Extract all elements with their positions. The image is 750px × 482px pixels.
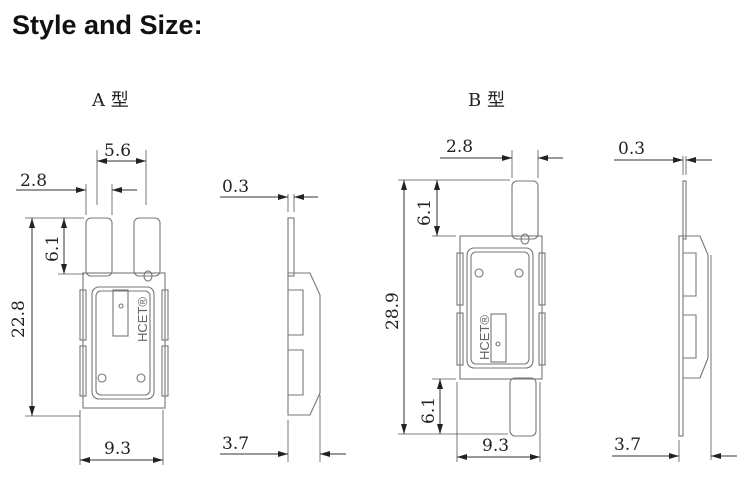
- section-title: Style and Size:: [12, 10, 203, 40]
- type-a-front-view: A 型 HCET® 5.6 2.8 6.1: [9, 90, 169, 465]
- type-b-marking: HCET®: [477, 315, 492, 360]
- dim-b-length: 28.9: [383, 292, 403, 330]
- dim-a-body-thickness: 3.7: [222, 434, 249, 454]
- type-b-pin-bottom: [509, 377, 537, 437]
- type-a-pin-right: [133, 217, 161, 277]
- type-b-front-view: B 型 HCET® 2.8 6.1 28.9 6.1: [383, 90, 563, 462]
- type-a-side-view: 0.3 3.7: [220, 177, 346, 462]
- dim-b-pin-width: 2.8: [446, 137, 473, 157]
- type-a-body: [82, 272, 166, 409]
- dim-a-length: 22.8: [9, 300, 29, 338]
- dim-a-pin-length: 6.1: [43, 235, 63, 262]
- dim-b-tab-thickness: 0.3: [618, 139, 645, 159]
- type-b-label: B 型: [468, 90, 505, 111]
- dim-b-pin-length-bottom: 6.1: [419, 397, 439, 424]
- dim-b-body-thickness: 3.7: [614, 435, 641, 455]
- dim-a-tab-thickness: 0.3: [222, 177, 249, 197]
- type-b-body: [459, 235, 543, 380]
- dim-a-pin-spacing: 5.6: [104, 141, 131, 161]
- type-b-pin-top: [511, 180, 539, 240]
- type-a-marking: HCET®: [135, 297, 150, 342]
- dim-a-pin-width: 2.8: [20, 171, 47, 191]
- dim-b-width: 9.3: [482, 436, 509, 456]
- type-a-label: A 型: [91, 90, 129, 111]
- type-a-pin-left: [85, 217, 113, 277]
- dim-a-width: 9.3: [104, 439, 131, 459]
- type-b-side-view: 0.3 3.7: [612, 139, 737, 462]
- dim-b-pin-length-top: 6.1: [415, 199, 435, 226]
